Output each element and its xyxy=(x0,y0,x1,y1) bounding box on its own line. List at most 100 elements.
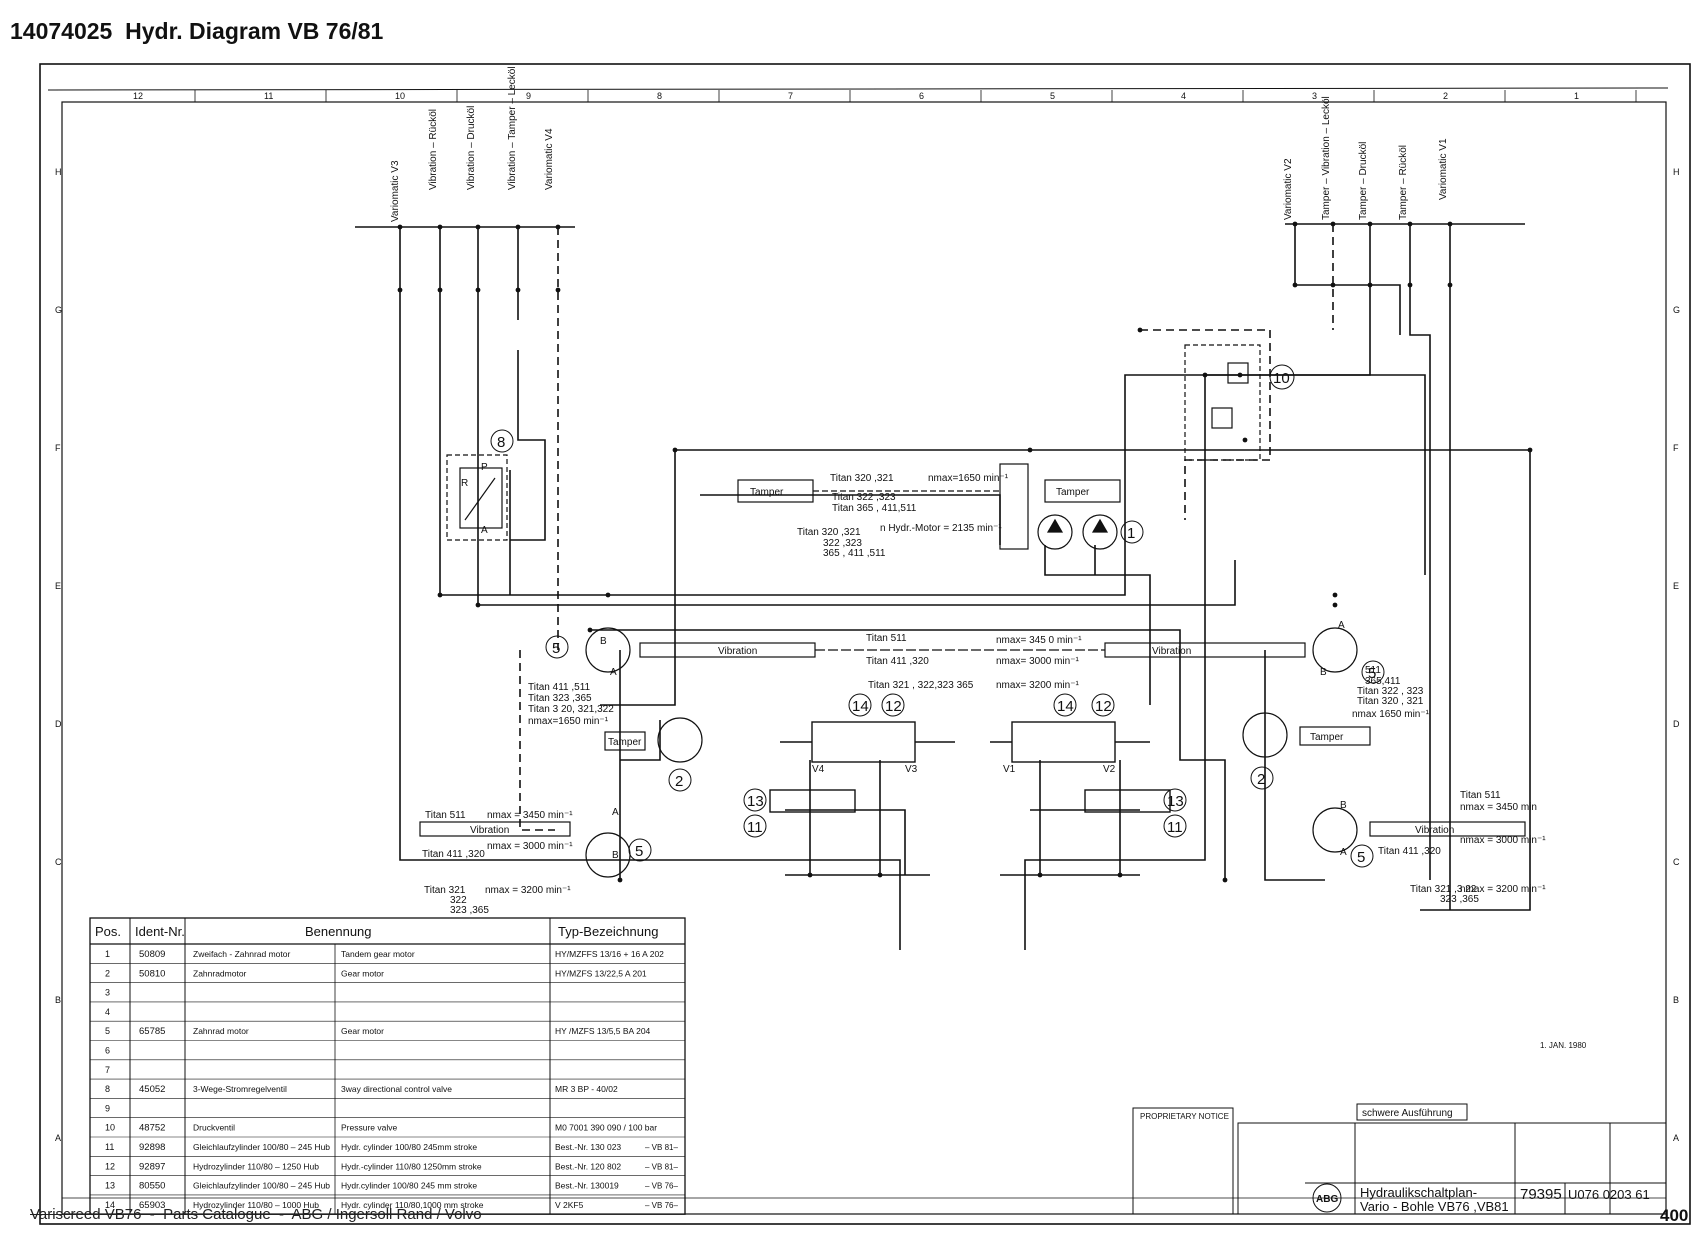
parts-cell-de: Zweifach - Zahnrad motor xyxy=(193,949,290,959)
parts-cell-pos: 5 xyxy=(105,1026,110,1036)
parts-cell-de: 3-Wege-Stromregelventil xyxy=(193,1084,287,1094)
port-a-1: A xyxy=(610,667,617,678)
frame-col-number: 11 xyxy=(264,91,273,101)
parts-cell-note: – VB 76– xyxy=(645,1201,678,1210)
note-lb-sub-2: 323 ,365 xyxy=(450,905,489,916)
drawing-number-2: U076 0203 61 xyxy=(1568,1187,1650,1202)
parts-cell-note: – VB 76– xyxy=(645,1182,678,1191)
junction-dot xyxy=(1447,282,1453,288)
title-block-text: PROPRIETARY NOTICE schwere Ausführung Hy… xyxy=(1140,1041,1650,1214)
parts-cell-pos: 1 xyxy=(105,949,110,959)
junction-dot xyxy=(1027,447,1033,453)
junction-dot xyxy=(1527,447,1533,453)
svg-text:5: 5 xyxy=(1368,665,1376,682)
right-line-label-3: Tamper – Drucköl xyxy=(1358,142,1369,220)
frame-row-letter-right: D xyxy=(1673,719,1680,729)
release-date: 1. JAN. 1980 xyxy=(1540,1041,1587,1050)
note-mid-titan-3: 365 , 411 ,511 xyxy=(823,548,886,559)
frame-col-number: 12 xyxy=(133,91,143,101)
cylinders xyxy=(769,721,1171,813)
junction-dot xyxy=(1330,282,1336,288)
parts-cell-ident: 50809 xyxy=(139,949,165,960)
junction-dot xyxy=(437,287,443,293)
note-rl-nmax-2: nmax = 3000 min⁻¹ xyxy=(1460,835,1546,846)
note-rl-nmax-1: nmax = 3450 min xyxy=(1460,802,1537,813)
frame-row-letter-right: H xyxy=(1673,167,1680,177)
drawing-title: Hydraulikschaltplan- xyxy=(1360,1185,1477,1200)
frame-row-letter-left: A xyxy=(55,1133,61,1143)
parts-cell-typ: M0 7001 390 090 / 100 bar xyxy=(555,1123,657,1133)
svg-text:2: 2 xyxy=(675,773,683,790)
parts-cell-pos: 12 xyxy=(105,1161,115,1171)
parts-cell-de: Gleichlaufzylinder 100/80 – 245 Hub xyxy=(193,1142,330,1152)
parts-table-border xyxy=(89,917,686,1215)
left-line-label-2: Vibration – Rücköl xyxy=(428,109,439,190)
inner-frame xyxy=(61,101,1667,1215)
position-markers: 1 2 2 5 5 5 5 8 10 11 11 12 12 13 13 14 … xyxy=(490,364,1385,868)
junction-dot xyxy=(1137,327,1143,333)
parts-cell-ident: 92897 xyxy=(139,1161,165,1172)
vibration-label-left: Vibration xyxy=(718,646,757,657)
right-line-label-2: Tamper – Vibration – Lecköl xyxy=(1321,96,1332,220)
svg-text:2: 2 xyxy=(1257,771,1265,788)
frame-row-letter-right: E xyxy=(1673,581,1679,591)
note-rb-sub: 323 ,365 xyxy=(1440,894,1479,905)
frame-col-number: 5 xyxy=(1050,91,1055,101)
svg-text:14: 14 xyxy=(852,698,869,715)
port-b-1: B xyxy=(600,636,607,647)
parts-cell-ident: 48752 xyxy=(139,1123,165,1134)
frame-row-letter-right: C xyxy=(1673,857,1680,867)
note-mid-titan-2: 322 ,323 xyxy=(823,538,862,549)
frame-row-letter-left: F xyxy=(55,443,61,453)
parts-table-header: Benennung xyxy=(305,924,372,939)
left-line-label-4: Vibration – Tamper – Lecköl xyxy=(507,66,518,190)
note-ll-titan-1: Titan 511 xyxy=(425,810,466,821)
frame-row-letter-right: G xyxy=(1673,305,1680,315)
pos-marker-14-left: 14 xyxy=(848,693,872,717)
note-center-nmax-1: nmax= 345 0 min⁻¹ xyxy=(996,635,1082,646)
left-line-label-3: Vibration – Drucköl xyxy=(466,106,477,190)
note-right-titan-2: 365,411 xyxy=(1365,676,1401,687)
cyl-label-v2: V2 xyxy=(1103,764,1116,775)
left-line-label-5: Variomatic V4 xyxy=(544,128,555,190)
note-rl-titan-1: Titan 511 xyxy=(1460,790,1501,801)
junction-dot xyxy=(587,627,593,633)
junction-dot xyxy=(1292,282,1298,288)
parts-cell-en: Gear motor xyxy=(341,1026,384,1036)
parts-cell-de: Druckventil xyxy=(193,1123,235,1133)
junction-dot xyxy=(475,287,481,293)
parts-cell-pos: 4 xyxy=(105,1007,110,1017)
note-rb-titan: Titan 321 ,3 22 xyxy=(1410,884,1477,895)
note-hydr-motor: n Hydr.-Motor = 2135 min⁻¹ xyxy=(880,523,1002,534)
frame-row-letter-right: A xyxy=(1673,1133,1679,1143)
tamper-label-right: Tamper xyxy=(1310,732,1344,743)
right-line-label-1: Variomatic V2 xyxy=(1283,158,1294,220)
parts-cell-en: Pressure valve xyxy=(341,1123,397,1133)
note-mid-titan-1: Titan 320 ,321 xyxy=(797,527,861,538)
svg-text:11: 11 xyxy=(1167,819,1183,836)
junction-dot xyxy=(1407,221,1413,227)
note-center-titan-1: Titan 511 xyxy=(866,633,907,644)
drawing-subtitle: Vario - Bohle VB76 ,VB81 xyxy=(1360,1199,1509,1214)
note-rb-nmax: nmax = 3200 min⁻¹ xyxy=(1460,884,1546,895)
abg-logo: ABG xyxy=(1316,1194,1338,1205)
junction-dot xyxy=(515,287,521,293)
vibration-label-lower-right: Vibration xyxy=(1415,825,1454,836)
parts-cell-pos: 8 xyxy=(105,1084,110,1094)
note-lb-sub-1: 322 xyxy=(450,895,467,906)
parts-cell-pos: 7 xyxy=(105,1065,110,1075)
frame-row-letter-right: B xyxy=(1673,995,1679,1005)
parts-cell-en: Hydr. cylinder 100/80 245mm stroke xyxy=(341,1142,477,1152)
junction-dot xyxy=(1367,282,1373,288)
parts-cell-ident: 45052 xyxy=(139,1084,165,1095)
port-b-2: B xyxy=(1320,667,1327,678)
frame-row-letter-left: E xyxy=(55,581,61,591)
junction-dot xyxy=(397,287,403,293)
title-block xyxy=(1132,1103,1667,1215)
svg-text:5: 5 xyxy=(635,843,643,860)
parts-cell-en: Hydr. cylinder 110/80,1000 mm stroke xyxy=(341,1200,484,1210)
junction-dot xyxy=(1330,221,1336,227)
junction-dot xyxy=(672,447,678,453)
junction-dot xyxy=(475,602,481,608)
hydraulic-lines xyxy=(355,223,1531,950)
